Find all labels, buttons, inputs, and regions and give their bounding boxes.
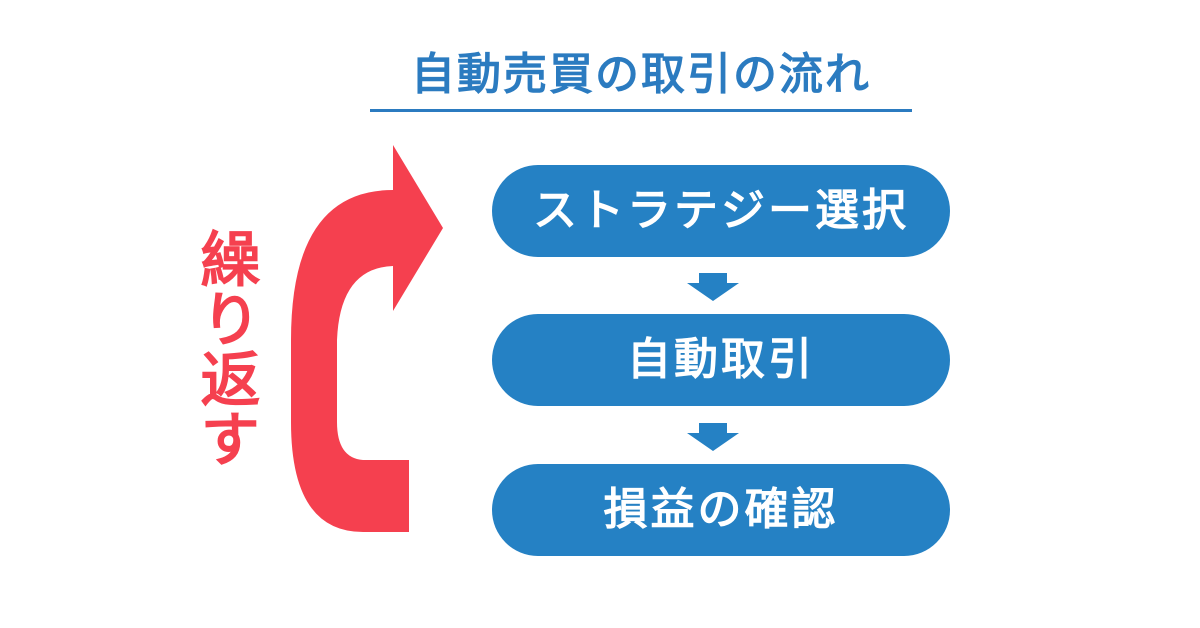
down-arrow-icon xyxy=(687,273,739,301)
down-arrow-icon xyxy=(687,423,739,451)
repeat-label: 繰り返す xyxy=(190,228,260,468)
step-check-profit-loss: 損益の確認 xyxy=(492,464,950,556)
diagram-title: 自動売買の取引の流れ xyxy=(411,49,871,100)
step-auto-trading: 自動取引 xyxy=(492,314,950,406)
title-underline xyxy=(370,109,912,112)
loop-arrow-icon xyxy=(291,145,443,532)
step-strategy-selection: ストラテジー選択 xyxy=(492,165,950,257)
